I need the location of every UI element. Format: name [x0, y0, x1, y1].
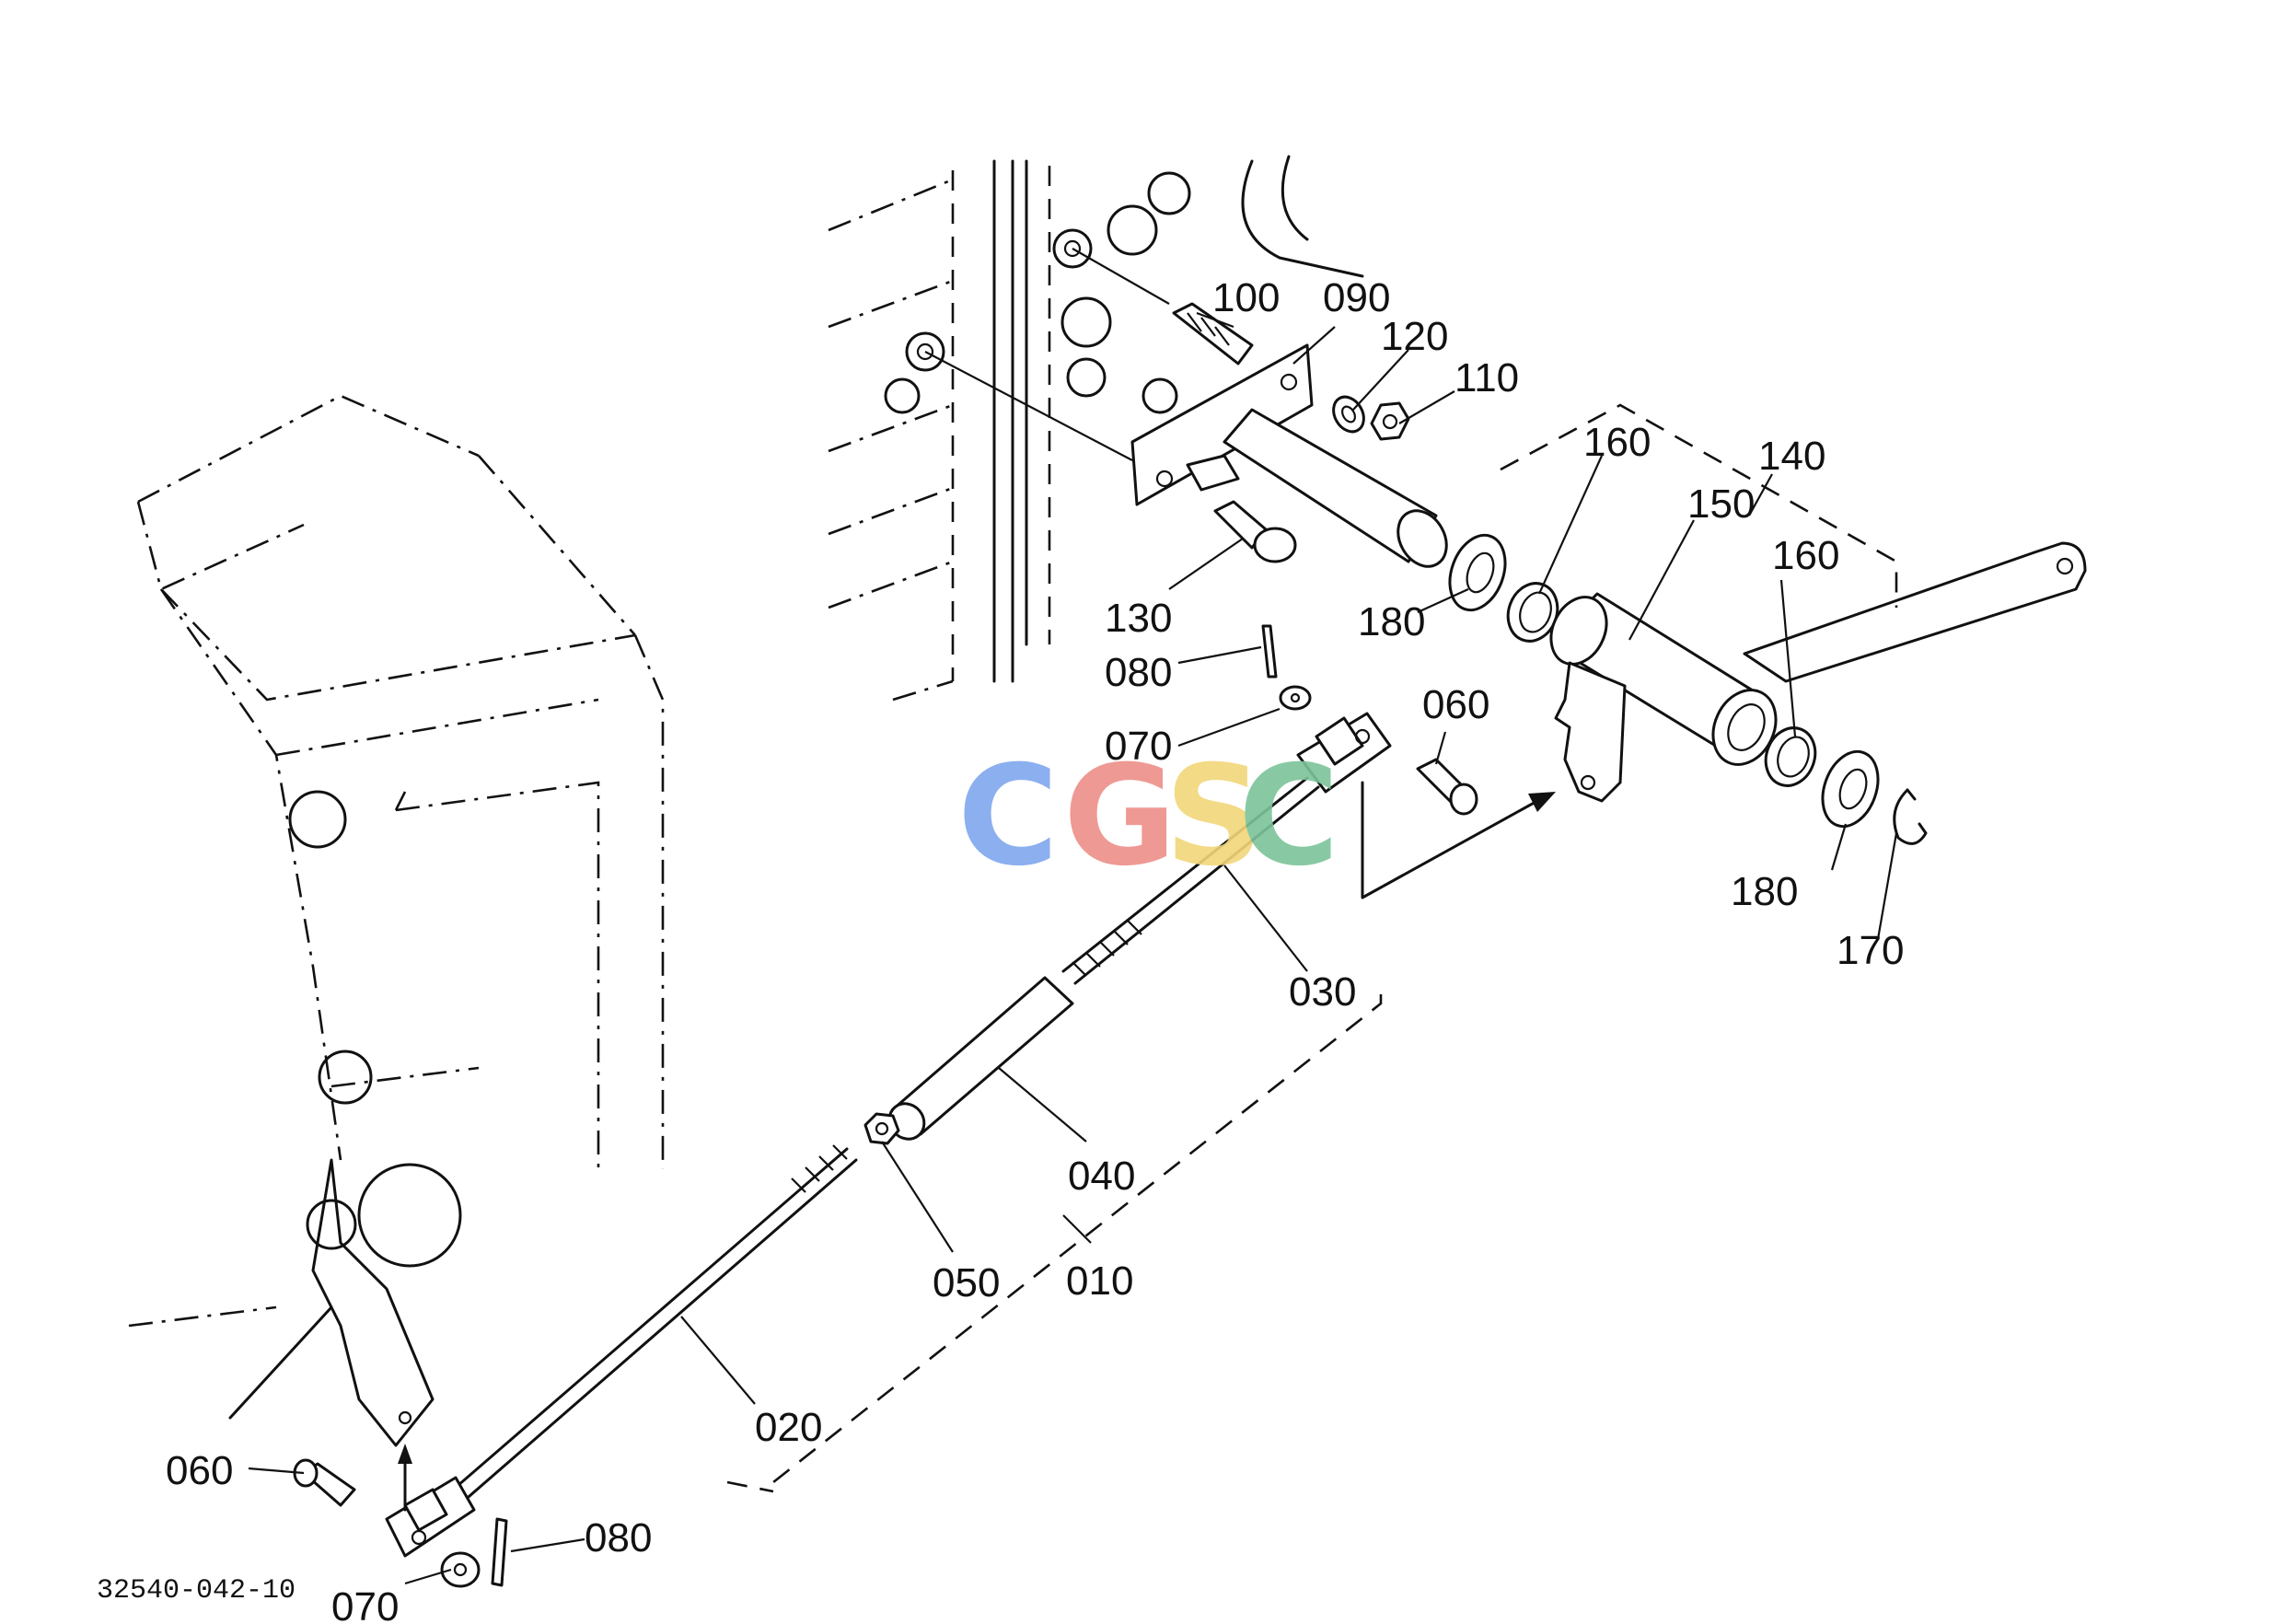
drawing-number: 32540-042-10	[97, 1575, 296, 1607]
rod-030	[1061, 776, 1320, 985]
callout-090: 090	[1323, 275, 1390, 320]
watermark-letter-1: C	[957, 737, 1059, 897]
snap-ring-170	[1893, 788, 1928, 845]
callout-labels: 100 090 120 110 160 140 150 160 130 180 …	[166, 275, 1904, 1624]
washer-070-lower	[440, 1551, 481, 1588]
callout-100: 100	[1212, 275, 1280, 320]
watermark-letter-2: G	[1063, 737, 1176, 897]
callout-020: 020	[755, 1405, 822, 1450]
washer-180-upper	[1448, 533, 1507, 612]
rod-020	[449, 1144, 858, 1504]
assembly-arrow-lower	[398, 1444, 412, 1512]
callout-170: 170	[1837, 928, 1904, 973]
callout-110: 110	[1454, 355, 1519, 400]
watermark-letter-3: S	[1165, 737, 1264, 897]
yoke-upper	[1296, 712, 1392, 794]
group-bracket-140	[1500, 403, 1898, 608]
callout-180-lower: 180	[1731, 869, 1798, 914]
watermark-letter-4: C	[1238, 737, 1339, 897]
clevis-pin-060-upper	[1416, 758, 1478, 816]
washer-070-upper	[1279, 685, 1312, 711]
lever-arm-140	[1554, 541, 2087, 803]
callout-130: 130	[1105, 596, 1172, 641]
callout-180-upper: 180	[1358, 599, 1425, 644]
callout-040: 040	[1068, 1154, 1135, 1199]
cotter-pin-080-lower	[491, 1517, 508, 1587]
case-wall	[828, 155, 1364, 702]
callout-060-lower: 060	[166, 1448, 233, 1493]
callout-120: 120	[1381, 314, 1448, 359]
callout-150: 150	[1687, 481, 1755, 527]
callout-140: 140	[1758, 434, 1825, 479]
stud-bolt-100	[1172, 302, 1254, 365]
clevis-pin-060-lower	[293, 1458, 356, 1507]
callout-160-upper: 160	[1583, 420, 1651, 465]
callout-060-upper: 060	[1422, 682, 1489, 727]
callout-080-upper: 080	[1105, 650, 1172, 695]
assembly-arrow-upper	[1361, 781, 1556, 899]
callout-070-lower: 070	[331, 1584, 399, 1624]
group-bracket-010	[726, 994, 1383, 1493]
bolt-130	[1213, 500, 1297, 563]
cotter-pin-080-upper	[1261, 624, 1278, 679]
callout-160-lower: 160	[1772, 533, 1839, 578]
callout-070-upper: 070	[1105, 724, 1172, 769]
boss-150	[1549, 592, 1778, 766]
washer-180-lower	[1821, 749, 1880, 829]
turnbuckle-040	[887, 976, 1074, 1141]
callout-010: 010	[1066, 1259, 1133, 1304]
callout-050: 050	[933, 1260, 1000, 1305]
watermark-logo: C G S C	[957, 737, 1339, 897]
leader-lines	[248, 311, 1898, 1585]
callout-030: 030	[1289, 969, 1356, 1015]
lock-nut-050	[863, 1112, 900, 1145]
bushing-160-lower	[1764, 726, 1817, 787]
shaft-bracket-090	[1130, 343, 1448, 568]
transmission-housing	[128, 394, 665, 1447]
callout-080-lower: 080	[585, 1515, 652, 1560]
yoke-lower	[385, 1476, 476, 1558]
